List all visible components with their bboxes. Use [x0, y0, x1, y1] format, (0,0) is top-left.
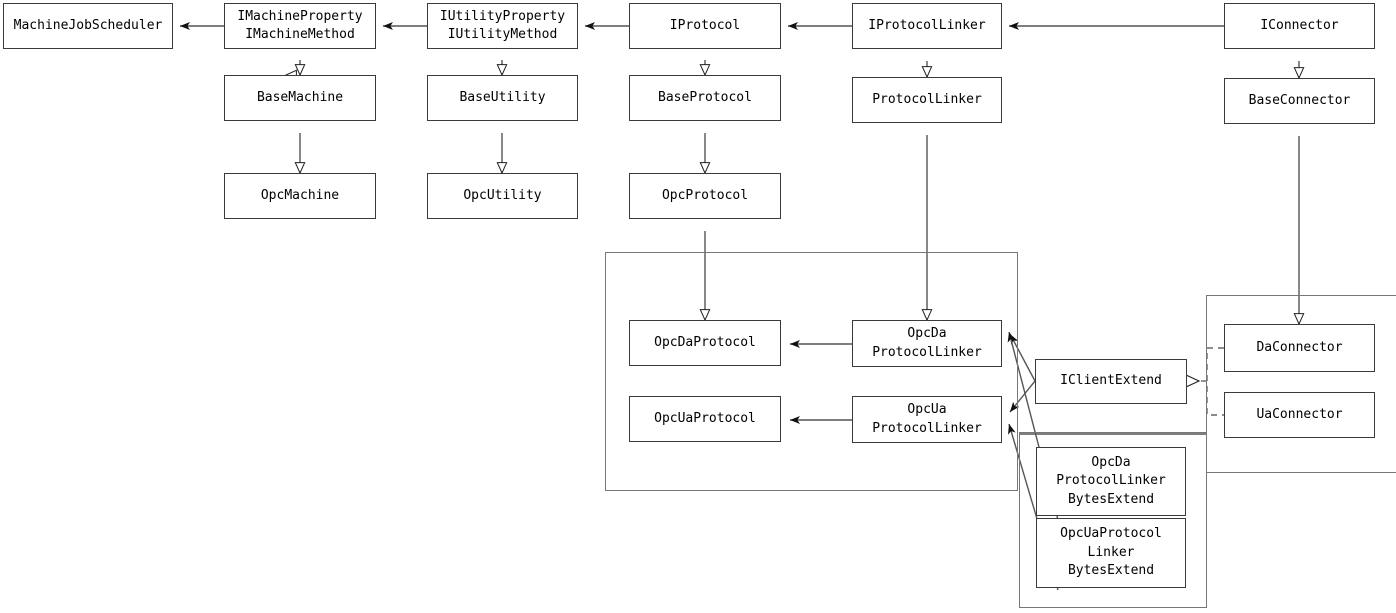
class-box-machine-job-scheduler[interactable]: MachineJobScheduler: [3, 3, 173, 49]
class-label: BaseMachine: [256, 89, 344, 105]
class-box-base-connector[interactable]: BaseConnector: [1224, 78, 1375, 124]
class-label: OpcProtocol: [661, 187, 749, 203]
class-box-imachine-property-method[interactable]: IMachineProperty IMachineMethod: [224, 3, 376, 49]
class-label: OpcUaProtocol Linker BytesExtend: [1060, 526, 1162, 579]
class-box-iprotocol-linker[interactable]: IProtocolLinker: [852, 3, 1002, 49]
class-label: OpcMachine: [260, 187, 340, 203]
edge-iclientextend-to-opcualinker: [1009, 380, 1036, 413]
class-box-iconnector[interactable]: IConnector: [1224, 3, 1375, 49]
class-label: ProtocolLinker: [872, 91, 982, 107]
class-box-opc-da-protocol-linker[interactable]: OpcDa ProtocolLinker: [852, 320, 1002, 367]
group-connector-frame: [1206, 295, 1396, 473]
class-box-opc-ua-protocol-linker-bytes-extend[interactable]: OpcUaProtocol Linker BytesExtend: [1036, 518, 1186, 588]
class-box-ua-connector[interactable]: UaConnector: [1224, 392, 1375, 438]
class-box-protocol-linker[interactable]: ProtocolLinker: [852, 77, 1002, 123]
class-box-opc-machine[interactable]: OpcMachine: [224, 173, 376, 219]
class-label: UaConnector: [1256, 406, 1343, 422]
class-label: IClientExtend: [1060, 373, 1162, 389]
class-label: OpcDa ProtocolLinker BytesExtend: [1056, 454, 1166, 507]
class-label: OpcDaProtocol: [654, 334, 756, 350]
class-label: BaseProtocol: [658, 89, 752, 105]
class-box-opc-ua-protocol-linker[interactable]: OpcUa ProtocolLinker: [852, 396, 1002, 443]
class-box-iclient-extend[interactable]: IClientExtend: [1035, 359, 1187, 404]
class-box-opc-da-protocol[interactable]: OpcDaProtocol: [629, 320, 781, 366]
class-label: OpcUaProtocol: [654, 410, 756, 426]
class-box-base-protocol[interactable]: BaseProtocol: [629, 75, 781, 121]
class-box-iutility-property-method[interactable]: IUtilityProperty IUtilityMethod: [427, 3, 578, 49]
group-extend-frame: [1019, 432, 1207, 608]
class-box-opc-da-protocol-linker-bytes-extend[interactable]: OpcDa ProtocolLinker BytesExtend: [1036, 447, 1186, 516]
class-box-base-utility[interactable]: BaseUtility: [427, 75, 578, 121]
edge-connectors-realization-bracket: [1206, 347, 1224, 416]
class-box-iprotocol[interactable]: IProtocol: [629, 3, 781, 49]
class-label: OpcDa ProtocolLinker: [872, 326, 982, 360]
class-label: DaConnector: [1256, 339, 1343, 355]
realization-hollow-arrowhead: [1185, 374, 1201, 388]
class-label: IMachineProperty IMachineMethod: [237, 8, 363, 42]
class-label: IConnector: [1260, 17, 1339, 33]
class-label: OpcUa ProtocolLinker: [872, 402, 982, 436]
class-box-opc-ua-protocol[interactable]: OpcUaProtocol: [629, 396, 781, 442]
class-label: IProtocolLinker: [868, 17, 986, 33]
class-label: BaseUtility: [459, 89, 546, 105]
class-label: OpcUtility: [463, 187, 542, 203]
class-box-opc-protocol[interactable]: OpcProtocol: [629, 173, 781, 219]
class-label: MachineJobScheduler: [13, 17, 163, 33]
class-box-da-connector[interactable]: DaConnector: [1224, 324, 1375, 372]
class-box-opc-utility[interactable]: OpcUtility: [427, 173, 578, 219]
group-protocol-frame: [605, 252, 1018, 491]
class-label: IUtilityProperty IUtilityMethod: [439, 8, 566, 42]
class-box-base-machine[interactable]: BaseMachine: [224, 75, 376, 121]
class-label: IProtocol: [669, 17, 741, 33]
class-label: BaseConnector: [1248, 92, 1351, 108]
